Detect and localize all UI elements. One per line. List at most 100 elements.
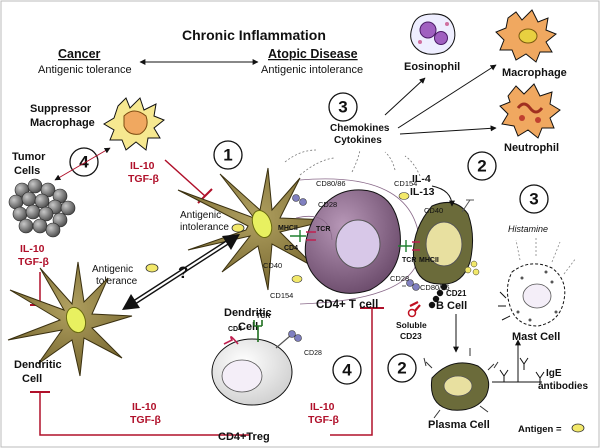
atopic-disease-label: Atopic Disease [268, 47, 358, 61]
dendritic-cell-lower [7, 261, 133, 377]
soluble-cd23 [407, 301, 421, 318]
macrophage [495, 9, 557, 63]
dendritic-upper-label-1: Dendritic [224, 307, 272, 319]
tcr-left: TCR [316, 226, 330, 233]
mhcii-left: MHCII [278, 225, 298, 232]
signal-arc-1 [284, 149, 317, 163]
mast-cell-label: Mast Cell [512, 331, 560, 343]
tgfb-treg-right: TGF-β [308, 414, 339, 426]
chemokines-label: Chemokines [330, 123, 390, 134]
b-cell-label: B Cell [436, 300, 467, 312]
arrow-to-macrophage [397, 64, 497, 129]
ige-label-2: antibodies [538, 381, 588, 392]
il10-macrophage: IL-10 [130, 160, 155, 172]
cytokines-label: Cytokines [334, 135, 382, 146]
step-2-upper: 2 [467, 151, 497, 181]
tcr-right: TCR [402, 257, 416, 264]
cd4-t-cell-label: CD4+ T cell [316, 299, 378, 311]
cd80-86-right: CD80/86 [420, 283, 450, 292]
antigenic-intolerance-1: Antigenic [180, 210, 221, 221]
title: Chronic Inflammation [182, 27, 326, 43]
tgfb-tumor: TGF-β [18, 256, 49, 268]
suppressor-label-1: Suppressor [30, 103, 92, 115]
soluble-cd23-label-1: Soluble [396, 320, 427, 330]
tgfb-treg-left: TGF-β [130, 414, 161, 426]
treg-tcr-label: TCR [256, 313, 270, 320]
tumor-label-2: Cells [14, 165, 40, 177]
svg-text:1: 1 [223, 146, 232, 165]
signal-arc-3 [351, 149, 361, 173]
cd154-right: CD154 [394, 179, 417, 188]
antigen-legend-glyph [571, 423, 585, 433]
antigenic-tolerance-2: tolerance [96, 276, 138, 287]
antigenic-intolerance-2: intolerance [180, 222, 229, 233]
cd40-right: CD40 [424, 206, 443, 215]
svg-text:2: 2 [477, 157, 486, 176]
eosinophil-label: Eosinophil [404, 61, 460, 73]
neutrophil [499, 83, 561, 139]
eosinophil [410, 13, 456, 55]
mhcii-right: MHCII [419, 257, 439, 264]
step-3-top: 3 [328, 92, 358, 122]
question-mark: ? [178, 263, 188, 282]
svg-text:4: 4 [342, 361, 352, 380]
cd21-label: CD21 [446, 289, 467, 298]
suppression-treg-to-tcell [330, 308, 373, 436]
svg-text:4: 4 [79, 153, 89, 172]
cd28-top: CD28 [318, 200, 337, 209]
macrophage-label: Macrophage [502, 67, 567, 79]
plasma-cell [423, 348, 499, 419]
cd4-treg-cell [211, 320, 302, 406]
arrow-to-neutrophil [399, 125, 497, 135]
neutrophil-label: Neutrophil [504, 142, 559, 154]
mast-cell [498, 238, 577, 327]
step-3-right: 3 [519, 184, 549, 214]
treg-cd28-label: CD28 [304, 350, 322, 357]
dc-transition-arrow [122, 234, 240, 310]
dendritic-cell-upper [177, 167, 331, 291]
cd28-right: CD28 [390, 274, 409, 283]
suppressor-macrophage [103, 97, 165, 151]
cancer-label: Cancer [58, 47, 101, 61]
il4-arrow [431, 185, 455, 207]
cd4-left: CD4 [284, 245, 298, 252]
b-cell [412, 199, 480, 285]
antigen-legend-label: Antigen = [518, 424, 562, 435]
antigenic-intolerance-header: Antigenic intolerance [261, 64, 363, 76]
dendritic-lower-label-2: Cell [22, 373, 42, 385]
il10-tumor: IL-10 [20, 243, 45, 255]
cd21-chain [428, 283, 448, 309]
antigenic-tolerance-1: Antigenic [92, 264, 133, 275]
t-b-synapse [398, 192, 420, 291]
dendritic-upper-label-2: Cell [238, 321, 258, 333]
soluble-cd23-label-2: CD23 [400, 331, 422, 341]
plasma-cell-label: Plasma Cell [428, 419, 490, 431]
tgfb-macrophage: TGF-β [128, 173, 159, 185]
arrow-to-eosinophil [384, 77, 426, 116]
dendritic-lower-label-1: Dendritic [14, 359, 62, 371]
suppressor-label-2: Macrophage [30, 117, 95, 129]
ige-label-1: IgE [546, 368, 562, 379]
tumor-macrophage-link [54, 147, 111, 181]
suppression-treg-to-dc [39, 392, 250, 436]
histamine-label: Histamine [508, 224, 548, 234]
step-4-upper: 4 [69, 147, 99, 177]
cd4-treg-label: CD4+Treg [218, 431, 270, 443]
suppression-macrophage-to-dc [164, 159, 206, 197]
cd40-left: CD40 [263, 261, 282, 270]
il10-treg-left: IL-10 [132, 401, 157, 413]
svg-text:3: 3 [338, 98, 347, 117]
step-2-lower: 2 [387, 353, 417, 383]
il10-treg-right: IL-10 [310, 401, 335, 413]
cd80-86-top: CD80/86 [316, 179, 346, 188]
svg-text:3: 3 [529, 190, 538, 209]
il4-label: IL-4 [412, 173, 431, 185]
dc-t-synapse [290, 194, 316, 283]
tumor-label-1: Tumor [12, 151, 46, 163]
antigenic-tolerance-header: Antigenic tolerance [38, 64, 132, 76]
cd154-left: CD154 [270, 291, 293, 300]
il13-label: IL-13 [410, 186, 435, 198]
